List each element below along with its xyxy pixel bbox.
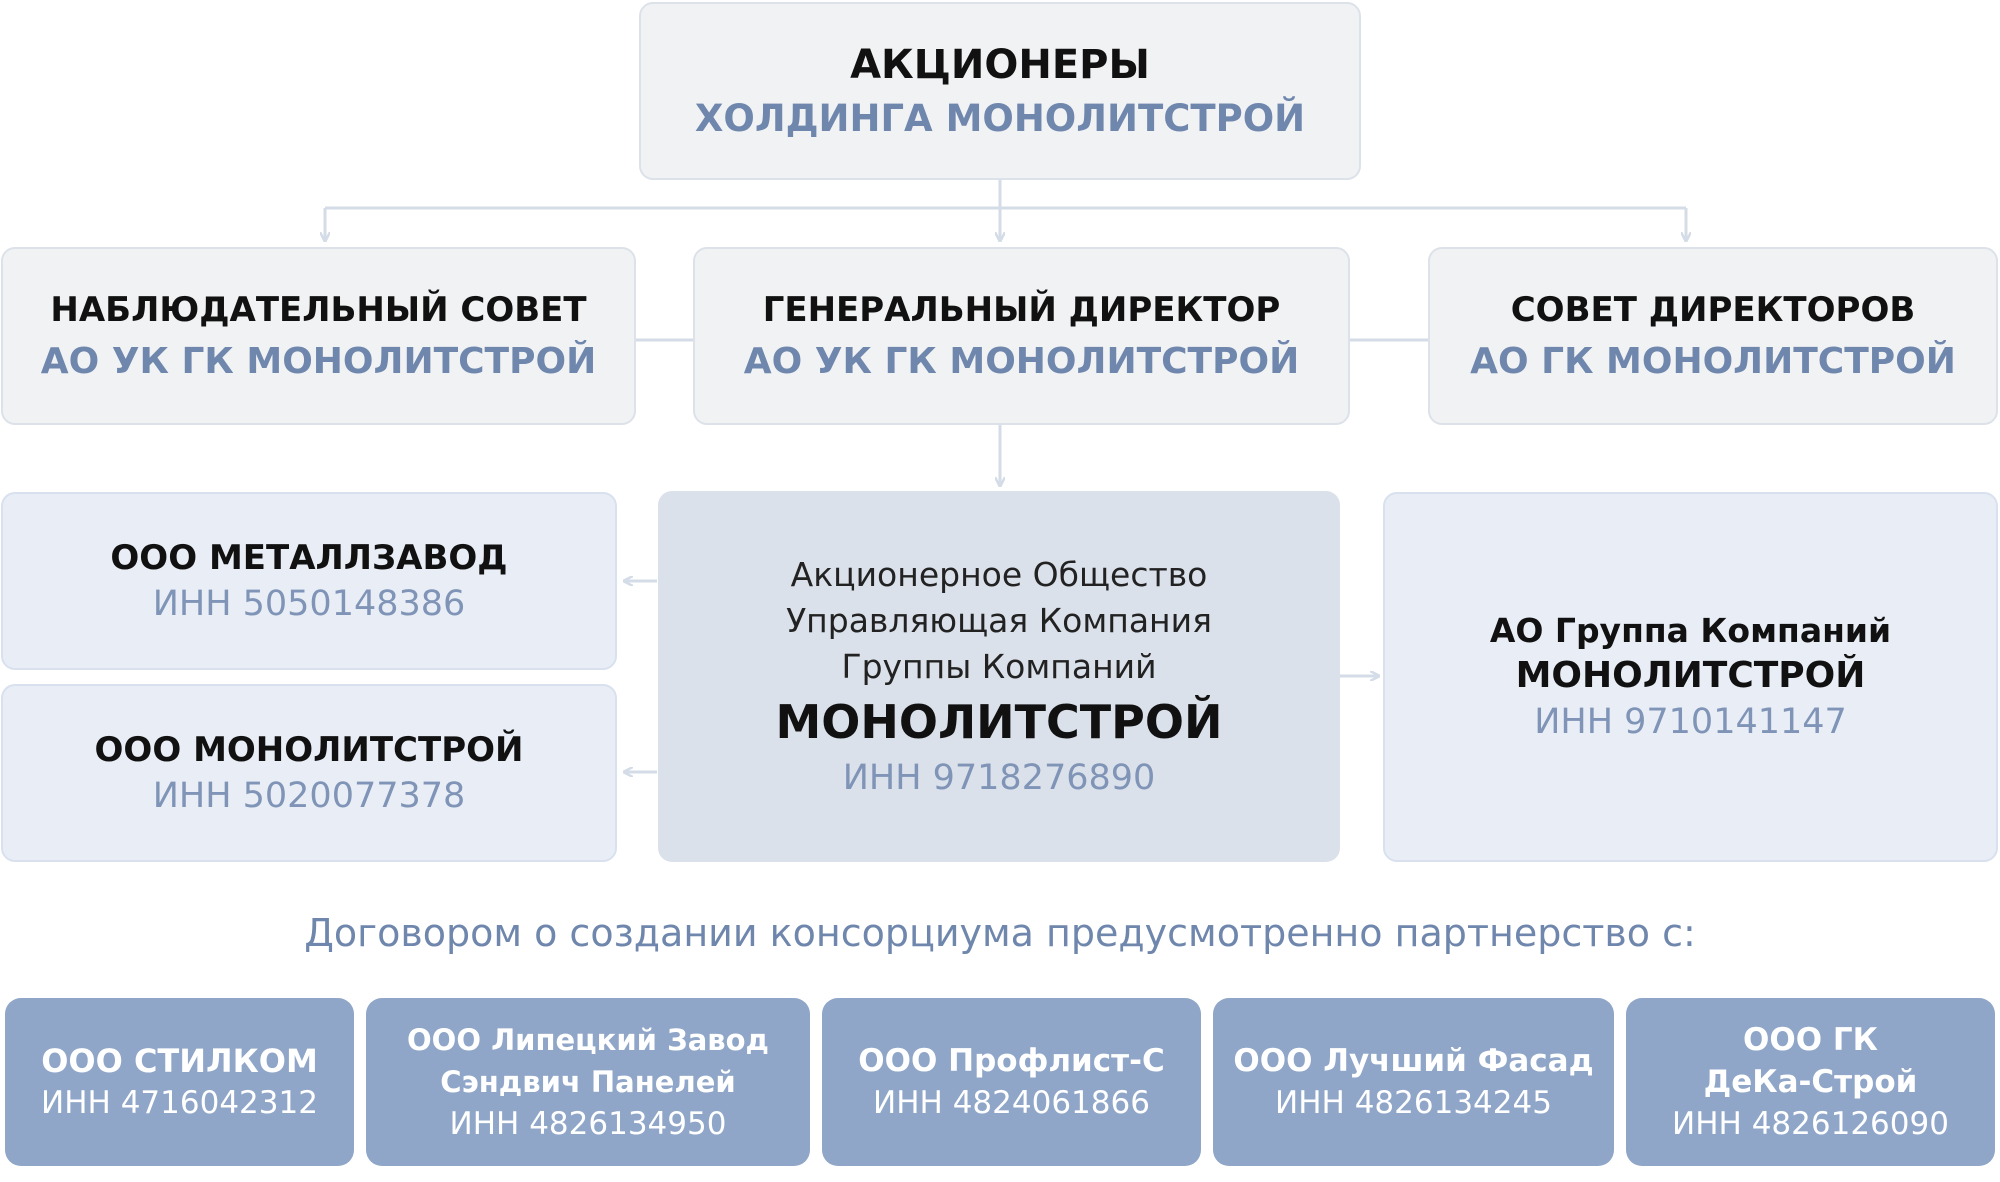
supervisory-board-title: НАБЛЮДАТЕЛЬНЫЙ СОВЕТ <box>50 290 587 330</box>
shareholders-box: АКЦИОНЕРЫ ХОЛДИНГА МОНОЛИТСТРОЙ <box>639 2 1361 180</box>
general-director-title: ГЕНЕРАЛЬНЫЙ ДИРЕКТОР <box>762 290 1281 330</box>
subsidiary-inn: ИНН 5020077378 <box>152 776 466 816</box>
board-of-directors-subtitle: АО ГК МОНОЛИТСТРОЙ <box>1470 341 1956 382</box>
partner-name: ООО ГК <box>1743 1022 1878 1058</box>
management-company-box: Акционерное Общество Управляющая Компани… <box>658 491 1340 862</box>
partner-box: ООО ГК ДеКа-Строй ИНН 4826126090 <box>1626 998 1995 1166</box>
partner-name-line-2: ДеКа-Строй <box>1703 1064 1918 1100</box>
partner-box: ООО СТИЛКОМ ИНН 4716042312 <box>5 998 354 1166</box>
partner-name: ООО СТИЛКОМ <box>41 1042 318 1080</box>
group-company-inn: ИНН 9710141147 <box>1534 702 1847 742</box>
partner-inn: ИНН 4826134950 <box>449 1106 727 1142</box>
partner-inn: ИНН 4716042312 <box>41 1085 318 1121</box>
supervisory-board-box: НАБЛЮДАТЕЛЬНЫЙ СОВЕТ АО УК ГК МОНОЛИТСТР… <box>1 247 636 425</box>
management-company-name: МОНОЛИТСТРОЙ <box>775 694 1223 749</box>
partner-inn: ИНН 4824061866 <box>873 1085 1150 1121</box>
subsidiary-inn: ИНН 5050148386 <box>152 584 466 624</box>
subsidiary-monolitstroy-box: ООО МОНОЛИТСТРОЙ ИНН 5020077378 <box>1 684 617 862</box>
consortium-note: Договором о создании консорциума предусм… <box>304 911 1696 955</box>
subsidiary-name: ООО МЕТАЛЛЗАВОД <box>110 538 508 578</box>
group-company-line-1: АО Группа Компаний <box>1489 611 1892 650</box>
partner-box: ООО Лучший Фасад ИНН 4826134245 <box>1213 998 1614 1166</box>
supervisory-board-subtitle: АО УК ГК МОНОЛИТСТРОЙ <box>40 341 597 382</box>
management-company-line-1: Акционерное Общество <box>790 554 1208 594</box>
management-company-line-2: Управляющая Компания <box>786 600 1212 640</box>
shareholders-title: АКЦИОНЕРЫ <box>850 42 1150 88</box>
partner-inn: ИНН 4826134245 <box>1275 1085 1552 1121</box>
board-of-directors-box: СОВЕТ ДИРЕКТОРОВ АО ГК МОНОЛИТСТРОЙ <box>1428 247 1998 425</box>
partner-name-line-2: Сэндвич Панелей <box>440 1065 736 1099</box>
partner-name: ООО Профлист-С <box>858 1043 1165 1079</box>
subsidiary-metallzavod-box: ООО МЕТАЛЛЗАВОД ИНН 5050148386 <box>1 492 617 670</box>
group-company-box: АО Группа Компаний МОНОЛИТСТРОЙ ИНН 9710… <box>1383 492 1998 862</box>
group-company-line-2: МОНОЛИТСТРОЙ <box>1515 655 1866 696</box>
partner-inn: ИНН 4826126090 <box>1672 1106 1949 1142</box>
partner-box: ООО Липецкий Завод Сэндвич Панелей ИНН 4… <box>366 998 810 1166</box>
general-director-box: ГЕНЕРАЛЬНЫЙ ДИРЕКТОР АО УК ГК МОНОЛИТСТР… <box>693 247 1350 425</box>
subsidiary-name: ООО МОНОЛИТСТРОЙ <box>94 730 524 770</box>
management-company-line-3: Группы Компаний <box>841 646 1157 686</box>
general-director-subtitle: АО УК ГК МОНОЛИТСТРОЙ <box>743 341 1300 382</box>
board-of-directors-title: СОВЕТ ДИРЕКТОРОВ <box>1510 290 1916 330</box>
partner-name: ООО Лучший Фасад <box>1233 1043 1594 1079</box>
partner-name: ООО Липецкий Завод <box>407 1023 769 1057</box>
partner-box: ООО Профлист-С ИНН 4824061866 <box>822 998 1201 1166</box>
management-company-inn: ИНН 9718276890 <box>842 757 1156 798</box>
shareholders-subtitle: ХОЛДИНГА МОНОЛИТСТРОЙ <box>694 97 1306 140</box>
